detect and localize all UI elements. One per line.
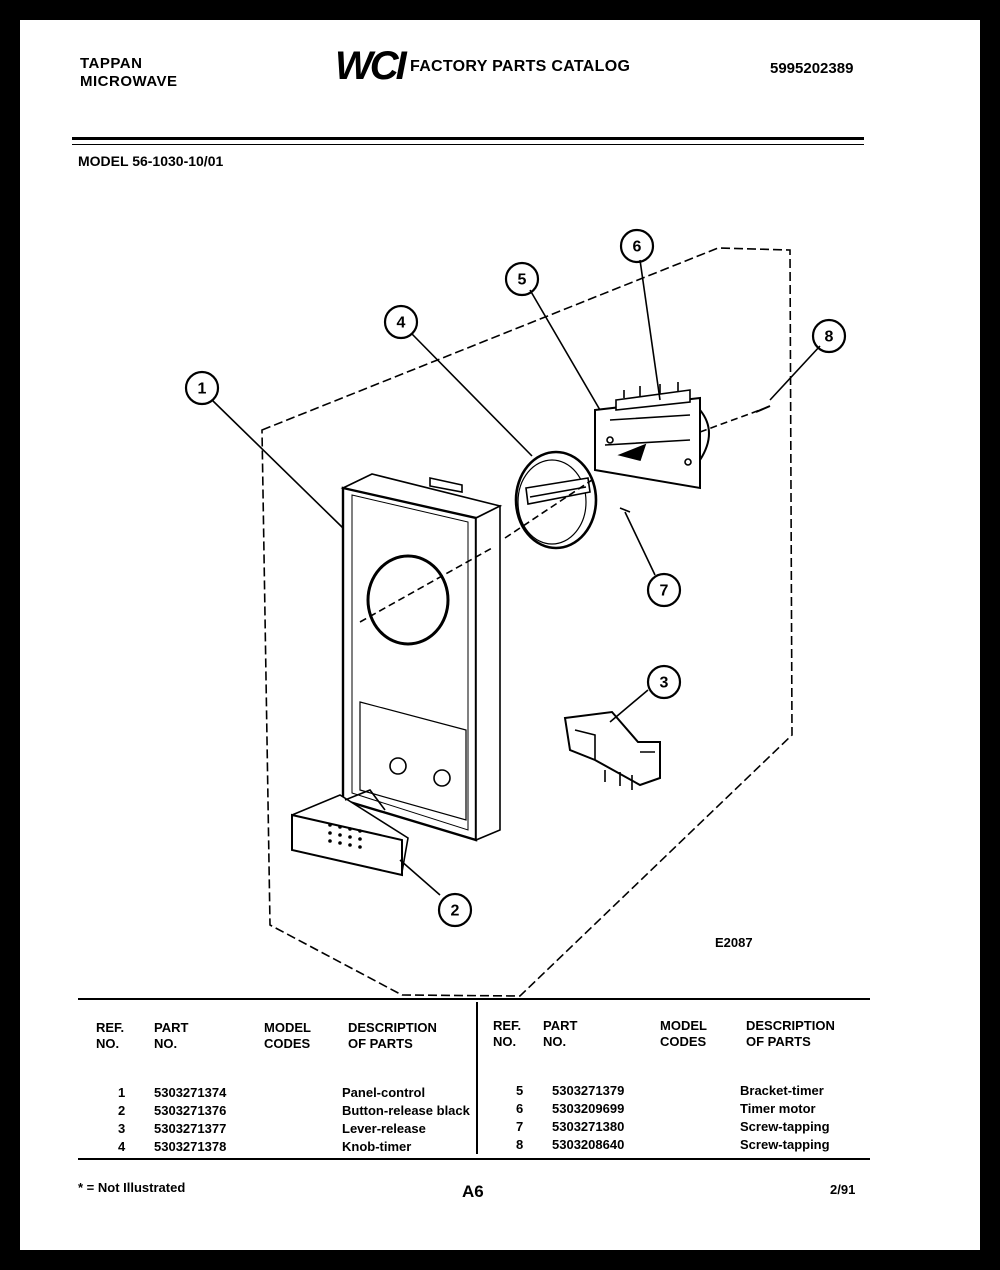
- screw-7: [619, 507, 631, 513]
- callout-5: 5: [518, 272, 527, 289]
- callout-7: 7: [660, 583, 669, 600]
- page-number: A6: [462, 1182, 484, 1201]
- timer-bracket-part: [594, 382, 710, 490]
- model-number: MODEL 56-1030-10/01: [78, 153, 224, 169]
- header-rule-thin: [72, 144, 864, 145]
- assembly-axis: [359, 409, 761, 623]
- callout-1: 1: [198, 381, 207, 398]
- not-illustrated-note: * = Not Illustrated: [78, 1180, 186, 1195]
- callout-4: 4: [397, 315, 406, 332]
- product-type: MICROWAVE: [80, 73, 178, 90]
- header-rule: [72, 137, 864, 140]
- wci-logo: WCI: [335, 44, 407, 88]
- table-divider: [476, 1002, 478, 1154]
- callout-6: 6: [633, 239, 642, 256]
- header-ref-right: REF.NO.: [493, 1018, 522, 1049]
- catalog-title: FACTORY PARTS CATALOG: [410, 58, 631, 75]
- brand-name: TAPPAN: [80, 55, 143, 72]
- callout-8: 8: [825, 329, 834, 346]
- header-ref: REF.NO.: [96, 1020, 125, 1051]
- knob-timer-part: [514, 450, 598, 550]
- callout-2: 2: [451, 903, 460, 920]
- callout-3: 3: [660, 675, 669, 692]
- lever-release-part: [563, 710, 661, 790]
- enclosure-outline: [261, 247, 793, 997]
- button-release-part: [291, 789, 409, 877]
- diagram-code: E2087: [715, 935, 753, 950]
- revision-date: 2/91: [830, 1182, 856, 1197]
- document-number: 5995202389: [770, 60, 854, 77]
- control-panel-part: [340, 473, 503, 842]
